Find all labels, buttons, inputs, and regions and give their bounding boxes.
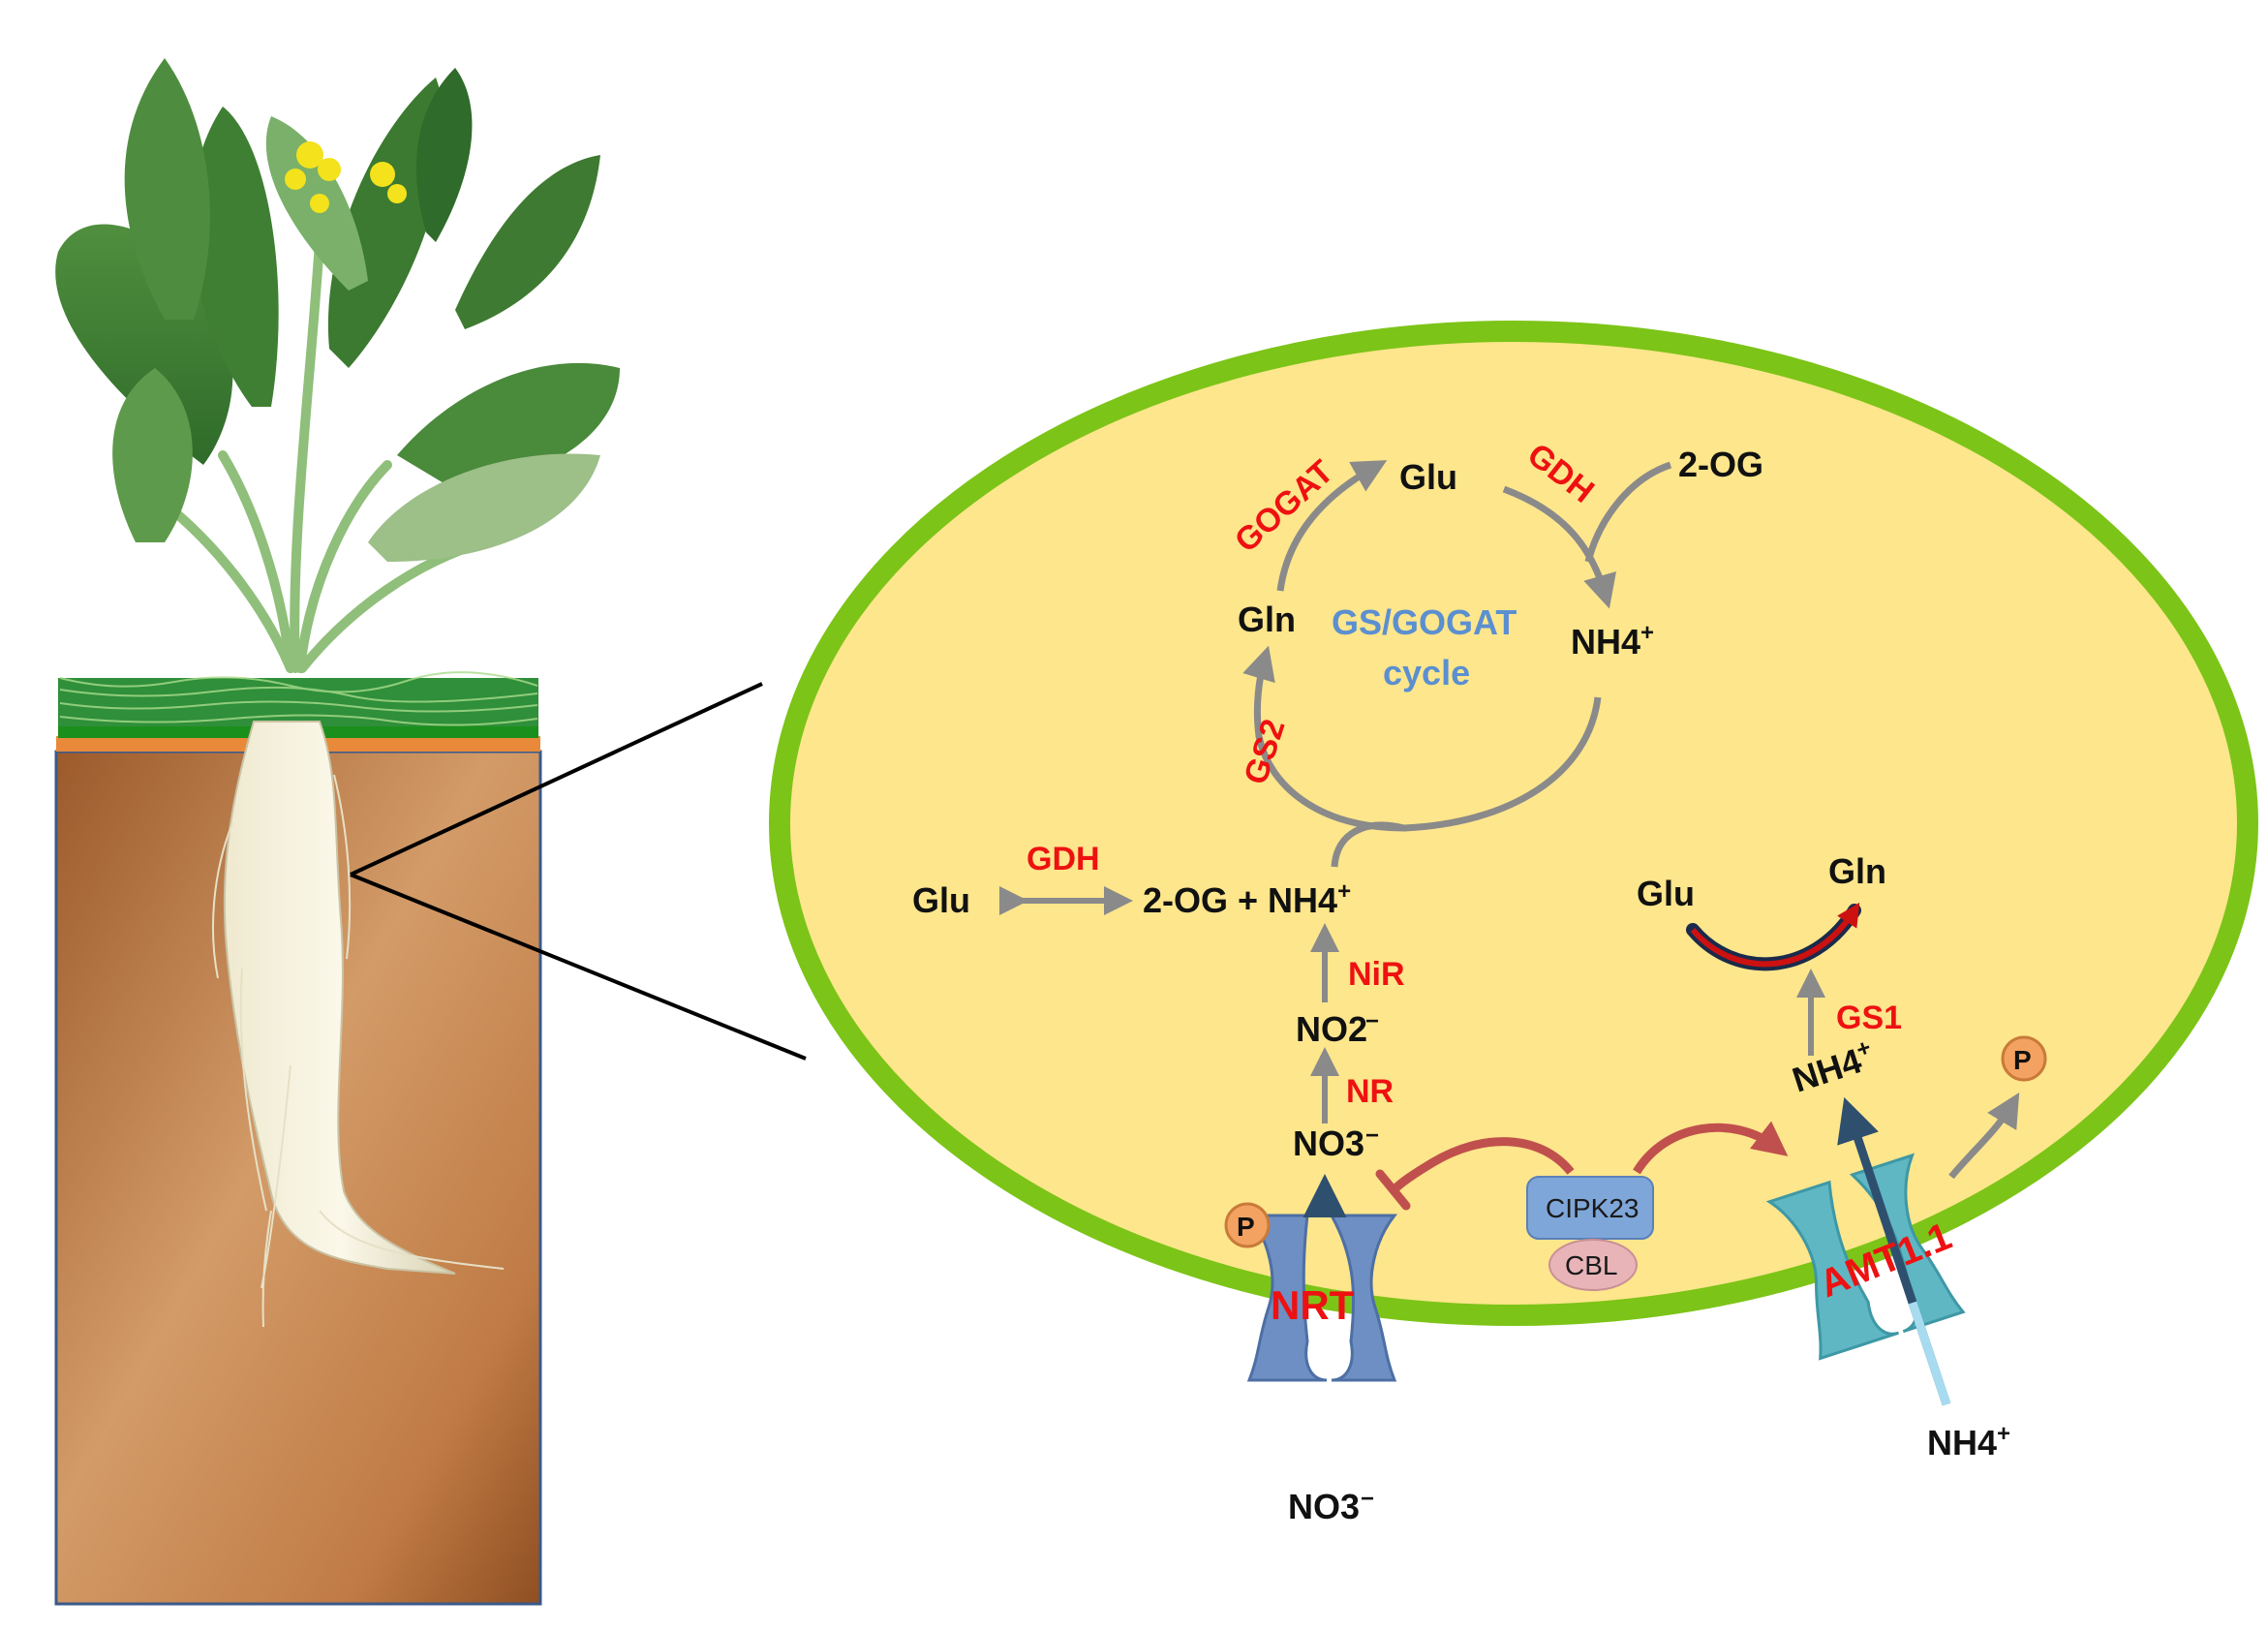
- enzyme-nir: NiR: [1348, 956, 1405, 993]
- cipk23-box: [1526, 1176, 1654, 1240]
- arrow-2og-branch: [1584, 461, 1672, 563]
- activation-arc-to-amt: [1633, 1121, 1789, 1175]
- zoom-line-upper: [350, 682, 763, 877]
- plant-stems: [160, 237, 489, 673]
- amt-tail-light: [1908, 1301, 1951, 1406]
- enzyme-nr: NR: [1346, 1073, 1394, 1110]
- cell-ellipse: [769, 321, 2258, 1326]
- right-gln-label: Gln: [1828, 851, 1886, 891]
- no3-inside-superscript: −: [1365, 1123, 1379, 1149]
- inhibition-arc-to-nrt: [1391, 1137, 1575, 1193]
- phosphate-left: [1224, 1202, 1271, 1248]
- phosphate-right: [2001, 1035, 2047, 1082]
- nrt-label: NRT: [1271, 1282, 1355, 1328]
- cipk23-label: CIPK23: [1546, 1193, 1640, 1223]
- plant-illustration: [54, 58, 807, 1606]
- phosphate-right-label: P: [2013, 1045, 2032, 1075]
- cycle-gln-label: Gln: [1238, 600, 1296, 639]
- nrt-transporter-right-half: [1329, 1214, 1398, 1382]
- arrow-gln-to-glu: [1276, 460, 1388, 592]
- phosphate-left-label: P: [1237, 1212, 1255, 1242]
- cipk-regulation: CIPK23 CBL: [1375, 1121, 1789, 1291]
- no2-superscript: −: [1365, 1008, 1379, 1034]
- cbl-oval: [1548, 1239, 1638, 1291]
- no2-label: NO2: [1296, 1009, 1367, 1049]
- og-plus-nh4-label: 2-OG + NH4+: [1143, 878, 1351, 920]
- arrow-nh4-to-gln: [1242, 645, 1602, 832]
- nh4-outside-label: NH4+: [1927, 1421, 2010, 1462]
- nitrate-pathway: Glu GDH 2-OG + NH4+ NiR NO2 − NR NO3 −: [912, 841, 1405, 1163]
- amt-transporter-left-half: [1765, 1180, 1899, 1361]
- ammonium-pathway: Glu Gln GS1 NH4+: [1637, 851, 1902, 1100]
- gs1-reaction-arc-inner: [1690, 902, 1860, 968]
- arrow-feed-into-cycle: [1331, 821, 1405, 868]
- cycle-2og-label: 2-OG: [1678, 445, 1763, 484]
- plant-flowers: [285, 141, 407, 213]
- arrow-amt-phosphorylation: [1948, 1092, 2020, 1180]
- arrow-glu-to-nh4: [1502, 485, 1616, 609]
- no3-outside-superscript: −: [1361, 1486, 1374, 1512]
- cycle-nh4-label: NH4+: [1571, 620, 1654, 662]
- cycle-center-line1: GS/GOGAT: [1332, 602, 1517, 642]
- plant-leaves: [55, 58, 620, 562]
- nrt-transporter: NRT P: [1224, 1174, 1398, 1458]
- left-glu-label: Glu: [912, 880, 970, 920]
- enzyme-gdh-left: GDH: [1027, 841, 1100, 877]
- cycle-glu-label: Glu: [1399, 457, 1457, 497]
- inhibition-bar: [1375, 1169, 1411, 1211]
- root-hairs: [212, 774, 505, 1328]
- no3-outside-label: NO3: [1288, 1487, 1360, 1526]
- enzyme-gs1: GS1: [1836, 1000, 1902, 1036]
- grass-texture: [59, 671, 538, 726]
- no3-inside-label: NO3: [1293, 1123, 1364, 1163]
- cycle-center-line2: cycle: [1383, 653, 1470, 692]
- cbl-label: CBL: [1565, 1250, 1617, 1280]
- zoom-line-lower: [350, 873, 807, 1061]
- right-glu-label: Glu: [1637, 874, 1695, 913]
